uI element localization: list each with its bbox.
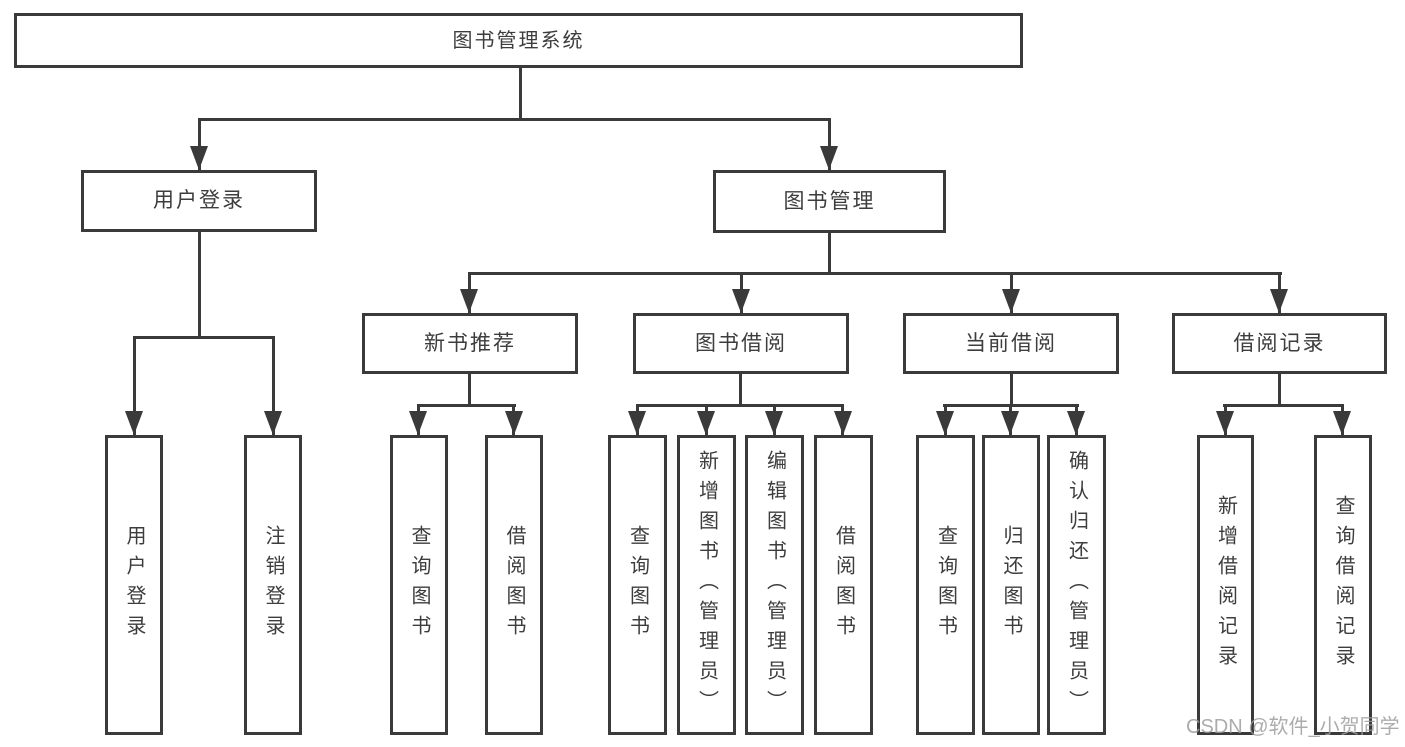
leaf-user-login: 用户登录 xyxy=(105,435,163,735)
node-label: 新增图书（管理员） xyxy=(695,450,718,720)
node-label: 当前借阅 xyxy=(965,331,1057,355)
node-label: 查询图书 xyxy=(934,525,957,645)
csdn-watermark: CSDN @软件_小贺同学 xyxy=(1186,716,1400,738)
arrow-down-icon xyxy=(628,411,646,435)
node-label: 借阅记录 xyxy=(1233,331,1326,355)
leaf-edit-book-admin: 编辑图书（管理员） xyxy=(745,435,804,735)
node-label: 用户登录 xyxy=(153,189,245,213)
connector-module-rail xyxy=(1223,404,1344,407)
connector-module-rail xyxy=(417,404,516,407)
arrow-down-icon xyxy=(125,411,143,435)
node-label: 新书推荐 xyxy=(424,331,516,355)
arrow-down-icon xyxy=(732,289,750,313)
node-module-current-borrow: 当前借阅 xyxy=(903,313,1119,374)
node-root-system: 图书管理系统 xyxy=(14,13,1023,68)
node-label: 用户登录 xyxy=(123,525,145,645)
arrow-down-icon xyxy=(505,411,523,435)
node-label: 查询借阅记录 xyxy=(1332,495,1354,675)
arrow-down-icon xyxy=(1067,411,1085,435)
arrow-down-icon xyxy=(1216,411,1234,435)
leaf-borrow-books-recommend: 借阅图书 xyxy=(485,435,543,735)
node-label: 查询图书 xyxy=(626,525,649,645)
leaf-borrow-books: 借阅图书 xyxy=(814,435,873,735)
connector-drop-leaf xyxy=(272,336,275,435)
node-label: 查询图书 xyxy=(408,525,430,645)
node-module-new-book-recommend: 新书推荐 xyxy=(362,313,578,374)
arrow-down-icon xyxy=(834,411,852,435)
arrow-down-icon xyxy=(460,289,478,313)
connector-module-stem xyxy=(1010,374,1013,407)
connector-book-mgmt-stem xyxy=(828,233,831,275)
connector-book-mgmt-rail xyxy=(469,272,1282,275)
node-branch-user-login: 用户登录 xyxy=(81,170,317,232)
node-label: 借阅图书 xyxy=(832,525,855,645)
arrow-down-icon xyxy=(190,146,208,170)
leaf-add-book-admin: 新增图书（管理员） xyxy=(677,435,736,735)
node-label: 确认归还（管理员） xyxy=(1065,450,1088,720)
leaf-search-books-current: 查询图书 xyxy=(916,435,975,735)
leaf-return-books: 归还图书 xyxy=(982,435,1040,735)
node-label: 新增借阅记录 xyxy=(1214,495,1237,675)
node-label: 图书管理 xyxy=(783,189,876,213)
node-label: 编辑图书（管理员） xyxy=(763,450,786,720)
connector-user-login-stem xyxy=(198,232,201,339)
leaf-logout-login: 注销登录 xyxy=(244,435,302,735)
connector-module-stem xyxy=(739,374,742,407)
connector-root-stem xyxy=(519,66,522,121)
node-module-book-borrow: 图书借阅 xyxy=(633,313,849,374)
leaf-search-books-recommend: 查询图书 xyxy=(390,435,448,735)
connector-module-stem xyxy=(1278,374,1281,407)
arrow-down-icon xyxy=(820,146,838,170)
connector-drop-leaf xyxy=(133,336,136,435)
node-branch-book-management: 图书管理 xyxy=(713,170,946,233)
arrow-down-icon xyxy=(1270,289,1288,313)
arrow-down-icon xyxy=(1333,411,1351,435)
connector-module-rail xyxy=(636,404,844,407)
arrow-down-icon xyxy=(765,411,783,435)
arrow-down-icon xyxy=(1001,411,1019,435)
connector-module-stem xyxy=(468,374,471,407)
node-label: 图书借阅 xyxy=(695,331,787,355)
arrow-down-icon xyxy=(264,411,282,435)
connector-root-rail xyxy=(198,118,831,121)
arrow-down-icon xyxy=(409,411,427,435)
node-label: 图书管理系统 xyxy=(452,29,585,52)
connector-drop-book-management xyxy=(828,118,831,170)
node-label: 借阅图书 xyxy=(503,525,525,645)
node-label: 归还图书 xyxy=(1000,525,1022,645)
arrow-down-icon xyxy=(697,411,715,435)
connector-user-login-rail xyxy=(133,336,275,339)
node-module-borrow-record: 借阅记录 xyxy=(1172,313,1387,374)
arrow-down-icon xyxy=(936,411,954,435)
leaf-add-borrow-record: 新增借阅记录 xyxy=(1197,435,1254,735)
leaf-confirm-return-admin: 确认归还（管理员） xyxy=(1047,435,1106,735)
arrow-down-icon xyxy=(1002,289,1020,313)
node-label: 注销登录 xyxy=(262,525,284,645)
leaf-search-books-borrow: 查询图书 xyxy=(608,435,667,735)
connector-drop-user-login xyxy=(198,118,201,170)
leaf-query-borrow-record: 查询借阅记录 xyxy=(1314,435,1372,735)
